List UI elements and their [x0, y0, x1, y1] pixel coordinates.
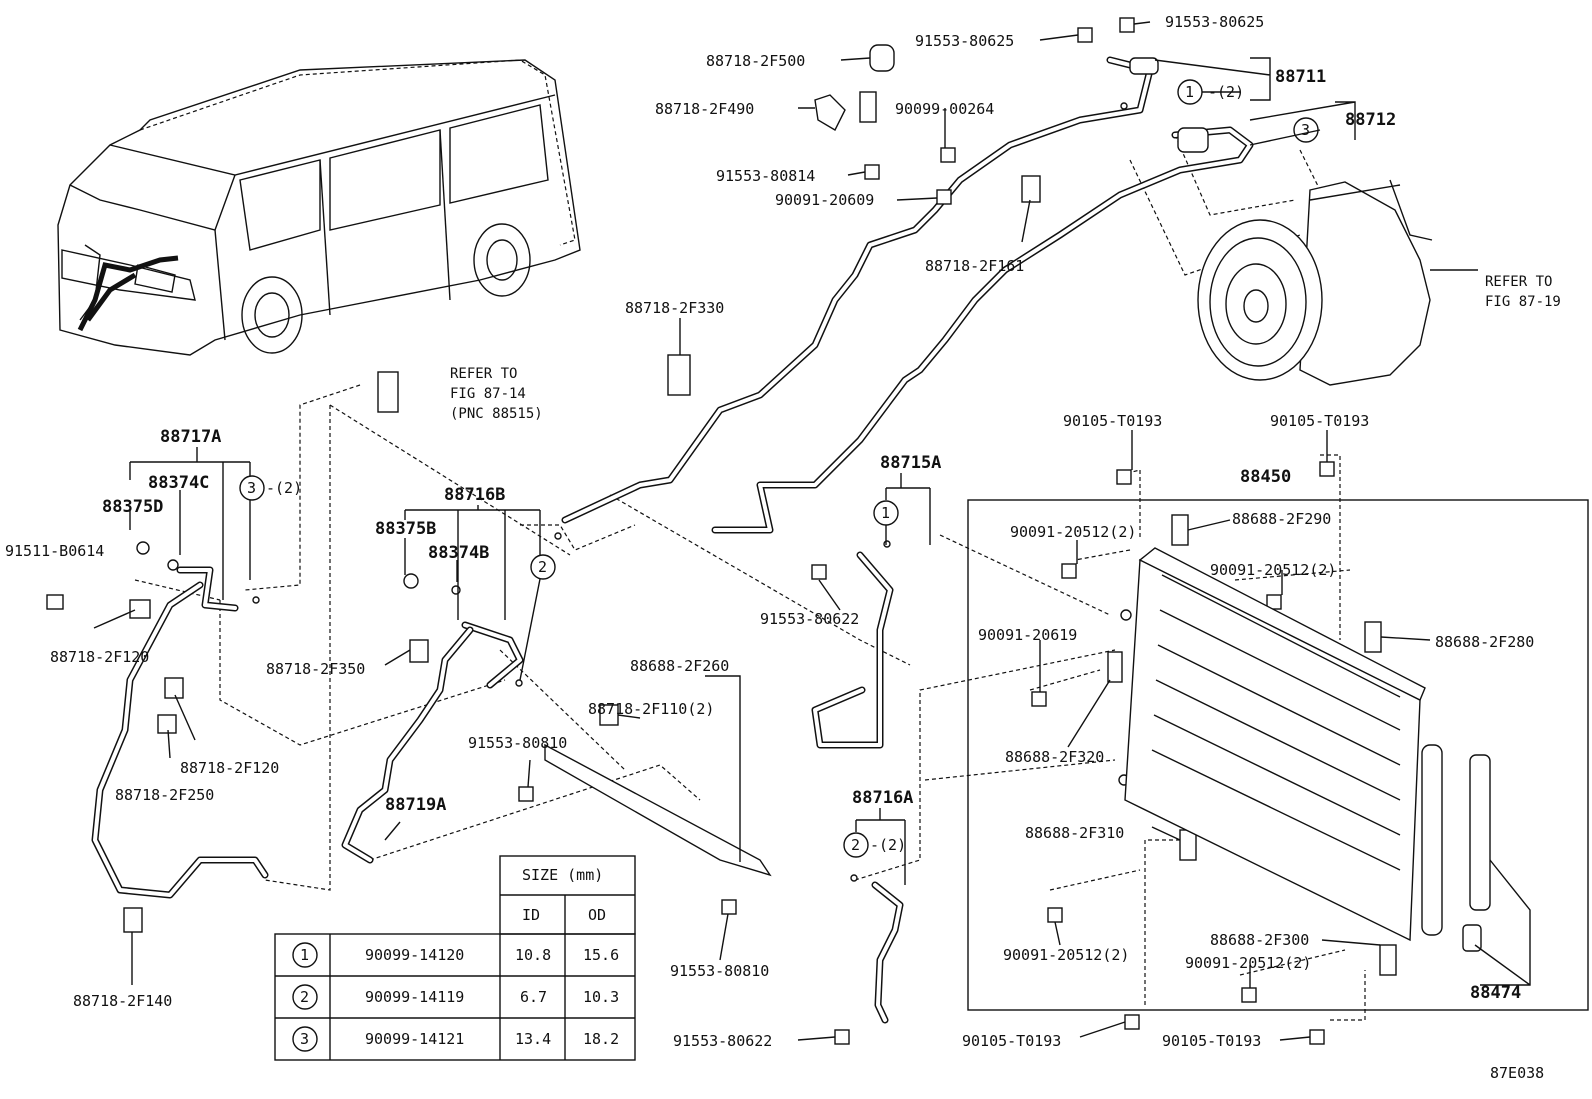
label-88716B: 88716B — [444, 485, 505, 505]
circle-1-mid: 1 — [881, 504, 890, 522]
label-90091-20619: 90091-20619 — [978, 626, 1077, 644]
label-2-x2-mid: -(2) — [870, 836, 906, 854]
size-table — [274, 855, 636, 1061]
label-88719A: 88719A — [385, 795, 446, 815]
table-header-size: SIZE (mm) — [522, 866, 603, 884]
label-88718-2F490: 88718-2F490 — [655, 100, 754, 118]
diagram-code: 87E038 — [1490, 1064, 1544, 1082]
reference-lines — [134, 134, 1366, 1021]
table-header-id: ID — [522, 906, 540, 924]
label-90105-T0193-d: 90105-T0193 — [1162, 1032, 1261, 1050]
label-88718-2F120-b: 88718-2F120 — [180, 759, 279, 777]
label-88716A: 88716A — [852, 788, 913, 808]
refer-87-14-line1: REFER TO — [450, 366, 517, 382]
table-row-3-od: 18.2 — [583, 1030, 619, 1048]
label-88688-2F310: 88688-2F310 — [1025, 824, 1124, 842]
circle-3-top: 3 — [1301, 121, 1310, 139]
condenser-assembly — [967, 499, 1589, 1011]
label-88718-2F250: 88718-2F250 — [115, 786, 214, 804]
table-row-3-id: 13.4 — [515, 1030, 551, 1048]
label-90091-20512-c: 90091-20512(2) — [1003, 946, 1129, 964]
table-row-2-id: 6.7 — [520, 988, 547, 1006]
label-88688-2F290: 88688-2F290 — [1232, 510, 1331, 528]
size-table-text: SIZE (mm) ID OD 1 90099-14120 10.8 15.6 … — [300, 866, 619, 1048]
label-91553-80625-b: 91553-80625 — [1165, 13, 1264, 31]
compressor — [1197, 179, 1478, 386]
pipes — [91, 56, 1254, 1024]
table-row-1-id: 10.8 — [515, 946, 551, 964]
label-88374B: 88374B — [428, 543, 489, 563]
label-88718-2F120-a: 88718-2F120 — [50, 648, 149, 666]
label-88375B: 88375B — [375, 519, 436, 539]
van-illustration — [57, 59, 581, 356]
label-1-x2-top: -(2) — [1208, 83, 1244, 101]
label-88718-2F110: 88718-2F110(2) — [588, 700, 714, 718]
label-88718-2F161: 88718-2F161 — [925, 257, 1024, 275]
refer-87-19-line2: FIG 87-19 — [1485, 294, 1561, 310]
table-row-1-mark: 1 — [300, 946, 309, 964]
table-row-1-part: 90099-14120 — [365, 946, 464, 964]
circle-2-left: 2 — [538, 558, 547, 576]
label-90105-T0193-b: 90105-T0193 — [1270, 412, 1369, 430]
label-91511-B0614: 91511-B0614 — [5, 542, 104, 560]
part-labels: REFER TO FIG 87-14 (PNC 88515) REFER TO … — [5, 13, 1561, 1082]
label-90091-20512-d: 90091-20512(2) — [1185, 954, 1311, 972]
label-88712: 88712 — [1345, 110, 1396, 130]
refer-87-14-line3: (PNC 88515) — [450, 406, 543, 422]
bolts — [46, 102, 1335, 1045]
label-88718-2F350: 88718-2F350 — [266, 660, 365, 678]
table-row-2-mark: 2 — [300, 988, 309, 1006]
label-91553-80810-b: 91553-80810 — [670, 962, 769, 980]
table-row-2-part: 90099-14119 — [365, 988, 464, 1006]
label-91553-80814: 91553-80814 — [716, 167, 815, 185]
table-row-2-od: 10.3 — [583, 988, 619, 1006]
label-88717A: 88717A — [160, 427, 221, 447]
table-row-3-part: 90099-14121 — [365, 1030, 464, 1048]
small-parts — [123, 17, 1491, 976]
label-88450: 88450 — [1240, 467, 1291, 487]
label-88718-2F500: 88718-2F500 — [706, 52, 805, 70]
circle-3-left: 3 — [247, 479, 256, 497]
label-88375D: 88375D — [102, 497, 163, 517]
label-88688-2F260: 88688-2F260 — [630, 657, 729, 675]
label-90091-20512-b: 90091-20512(2) — [1210, 561, 1336, 579]
label-88474: 88474 — [1470, 983, 1521, 1003]
label-90091-20609: 90091-20609 — [775, 191, 874, 209]
label-91553-80622-b: 91553-80622 — [673, 1032, 772, 1050]
table-row-1-od: 15.6 — [583, 946, 619, 964]
circle-numbers: 3 2 1 2 1 3 — [247, 83, 1310, 854]
leader-lines — [93, 21, 1531, 1041]
table-row-3-mark: 3 — [300, 1030, 309, 1048]
circle-2-mid: 2 — [851, 836, 860, 854]
label-88688-2F300: 88688-2F300 — [1210, 931, 1309, 949]
label-88688-2F280: 88688-2F280 — [1435, 633, 1534, 651]
label-88718-2F330: 88718-2F330 — [625, 299, 724, 317]
refer-87-19-line1: REFER TO — [1485, 274, 1552, 290]
label-91553-80810-a: 91553-80810 — [468, 734, 567, 752]
label-3-x2-left: -(2) — [266, 479, 302, 497]
label-88711: 88711 — [1275, 67, 1326, 87]
table-header-od: OD — [588, 906, 606, 924]
label-88715A: 88715A — [880, 453, 941, 473]
label-88374C: 88374C — [148, 473, 209, 493]
label-90105-T0193-a: 90105-T0193 — [1063, 412, 1162, 430]
circle-markers — [239, 79, 1319, 1052]
label-90099-00264: 90099-00264 — [895, 100, 994, 118]
refer-87-14-line2: FIG 87-14 — [450, 386, 526, 402]
label-90105-T0193-c: 90105-T0193 — [962, 1032, 1061, 1050]
circle-1-top: 1 — [1185, 83, 1194, 101]
label-90091-20512-a: 90091-20512(2) — [1010, 523, 1136, 541]
label-91553-80625-a: 91553-80625 — [915, 32, 1014, 50]
label-88718-2F140: 88718-2F140 — [73, 992, 172, 1010]
label-88688-2F320: 88688-2F320 — [1005, 748, 1104, 766]
label-91553-80622-a: 91553-80622 — [760, 610, 859, 628]
